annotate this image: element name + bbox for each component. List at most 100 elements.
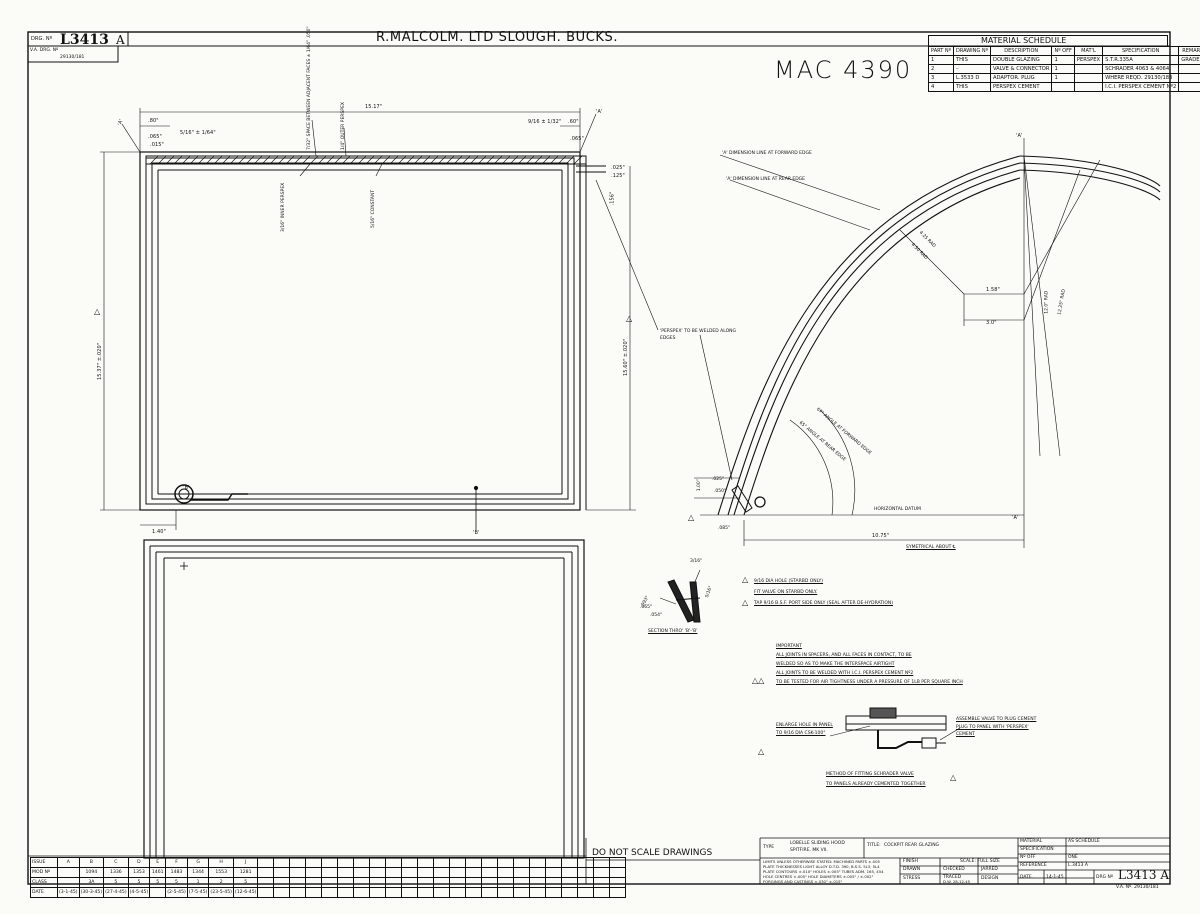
issue-cell: [289, 877, 307, 888]
important-line-1: ALL JOINTS IN SPACERS, AND ALL FACES IN …: [776, 653, 912, 658]
ms-cell: [1073, 64, 1104, 74]
issue-cell: [353, 857, 371, 868]
ms-cell: DOUBLE GLAZING: [989, 55, 1053, 65]
ms-cell: ADAPTOR. PLUG: [989, 73, 1053, 83]
issue-cell: [513, 867, 531, 878]
title-label: TITLE:: [867, 843, 881, 848]
issue-cell: [497, 857, 515, 868]
issue-cell: [577, 887, 595, 898]
material-schedule-row: 1 THIS DOUBLE GLAZING 1 PERSPEX S.T.R.33…: [928, 55, 1200, 65]
issue-triangle-icon: △: [950, 773, 957, 782]
issue-cell: [433, 887, 451, 898]
dim-025-side: .025": [712, 477, 725, 482]
symmetrical-note: SYMETRICAL ABOUT ℄: [906, 545, 956, 550]
scale-label: SCALE: FULL SIZE: [960, 859, 1000, 864]
dim-125: .125": [611, 173, 625, 179]
issue-cell: A: [57, 857, 80, 868]
section-dim-054: .054": [650, 613, 663, 618]
material-value: AS SCHEDULE: [1068, 839, 1100, 844]
drawn-label: DRAWN: [903, 867, 921, 872]
issue-cell: [417, 887, 435, 898]
issue-cell: 5: [103, 877, 129, 888]
issue-cell: 1553: [208, 867, 234, 878]
mark-a-top: 'A': [1016, 133, 1023, 139]
issue-cell: [513, 877, 531, 888]
important-line-3: ALL JOINTS TO BE WELDED WITH I.C.I. PERS…: [776, 671, 914, 676]
issue-cell: E: [149, 857, 167, 868]
issue-cell: [337, 857, 355, 868]
ms-cell: SCHRADER 4063 & 4064: [1102, 64, 1180, 74]
ms-header: REMARKS: [1178, 46, 1200, 56]
issue-row-label: DATE: [30, 887, 58, 898]
issue-cell: C: [103, 857, 129, 868]
issue-cell: (3-1-45): [57, 887, 80, 898]
issue-cell: [149, 887, 167, 898]
stress-label: STRESS: [903, 876, 921, 881]
issue-cell: [385, 857, 403, 868]
dim-left-height: 15.37" ±.020": [97, 342, 103, 380]
issue-cell: [513, 857, 531, 868]
issue-cell: [609, 887, 627, 898]
issue-cell: [257, 867, 275, 878]
issue-cell: 5: [165, 877, 188, 888]
issue-cell: [305, 857, 323, 868]
issue-triangle-icon: △△: [752, 676, 765, 685]
reference-label: REFERENCE: [1020, 863, 1047, 868]
type-value: LOBELLE SLIDING HOOD SPITFIRE. MK VII.: [790, 841, 845, 853]
issue-cell: D: [127, 857, 151, 868]
class-row: CLASS 3A 5 5 5 5 1 2 5: [30, 877, 627, 888]
issue-cell: [465, 867, 483, 878]
ms-cell: [1073, 73, 1104, 83]
ms-cell: [1178, 82, 1200, 92]
issue-cell: [289, 867, 307, 878]
issue-cell: [513, 887, 531, 898]
issue-cell: [593, 877, 611, 888]
mod-row: MOD Nº 1094 1336 1353 1461 1483 1344 155…: [30, 867, 627, 878]
ms-cell: –: [952, 64, 991, 74]
issue-cell: [577, 877, 595, 888]
issue-cell: [593, 867, 611, 878]
issue-cell: [609, 857, 627, 868]
issue-cell: 2: [208, 877, 234, 888]
ms-header: SPECIFICATION: [1102, 46, 1180, 56]
issue-cell: [593, 887, 611, 898]
ms-cell: PERSPEX CEMENT: [989, 82, 1053, 92]
method-line-1: METHOD OF FITTING SCHRADER VALVE: [826, 772, 914, 777]
issue-cell: [529, 877, 547, 888]
traced-label: TRACED: [943, 875, 962, 880]
issue-cell: [57, 867, 80, 878]
issue-cell: [545, 857, 563, 868]
issue-cell: [481, 887, 499, 898]
issue-cell: 1344: [186, 867, 210, 878]
dim-100: 1.00": [696, 479, 702, 492]
issue-cell: [353, 867, 371, 878]
ms-cell: VALVE & CONNECTOR: [989, 64, 1053, 74]
issue-cell: [369, 877, 387, 888]
issue-cell: (30-3-45): [78, 887, 105, 898]
limits-line: PLATE THICKNESSES LIGHT ALLOY D.T.D. 390…: [763, 864, 880, 869]
issue-cell: [369, 887, 387, 898]
issue-cell: 5: [232, 877, 259, 888]
issue-cell: 1483: [165, 867, 188, 878]
issue-cell: [481, 857, 499, 868]
issue-cell: [257, 877, 275, 888]
issue-cell: [609, 877, 627, 888]
issue-cell: 5: [127, 877, 151, 888]
drg-no-bottom-label: DRG Nº: [1096, 875, 1113, 880]
issue-cell: [433, 867, 451, 878]
limits-line: HOLE CENTRES ±.005" HOLE DIAMETERS ±.005…: [763, 874, 874, 879]
issue-cell: H: [208, 857, 234, 868]
ms-header: Nº OFF: [1051, 46, 1075, 56]
ms-cell: [1178, 64, 1200, 74]
drg-no-label: DRG. Nº: [31, 36, 53, 42]
issue-cell: [529, 857, 547, 868]
issue-cell: [273, 857, 291, 868]
ms-cell: I.C.I. PERSPEX CEMENT Nº2: [1102, 82, 1180, 92]
dim-065b: .065": [570, 136, 584, 142]
mark-a-right: 'A': [596, 109, 603, 115]
off-label: Nº OFF: [1020, 855, 1036, 860]
specification-label: SPECIFICATION: [1020, 847, 1054, 852]
issue-triangle-icon: △: [626, 314, 633, 323]
issue-cell: [433, 877, 451, 888]
